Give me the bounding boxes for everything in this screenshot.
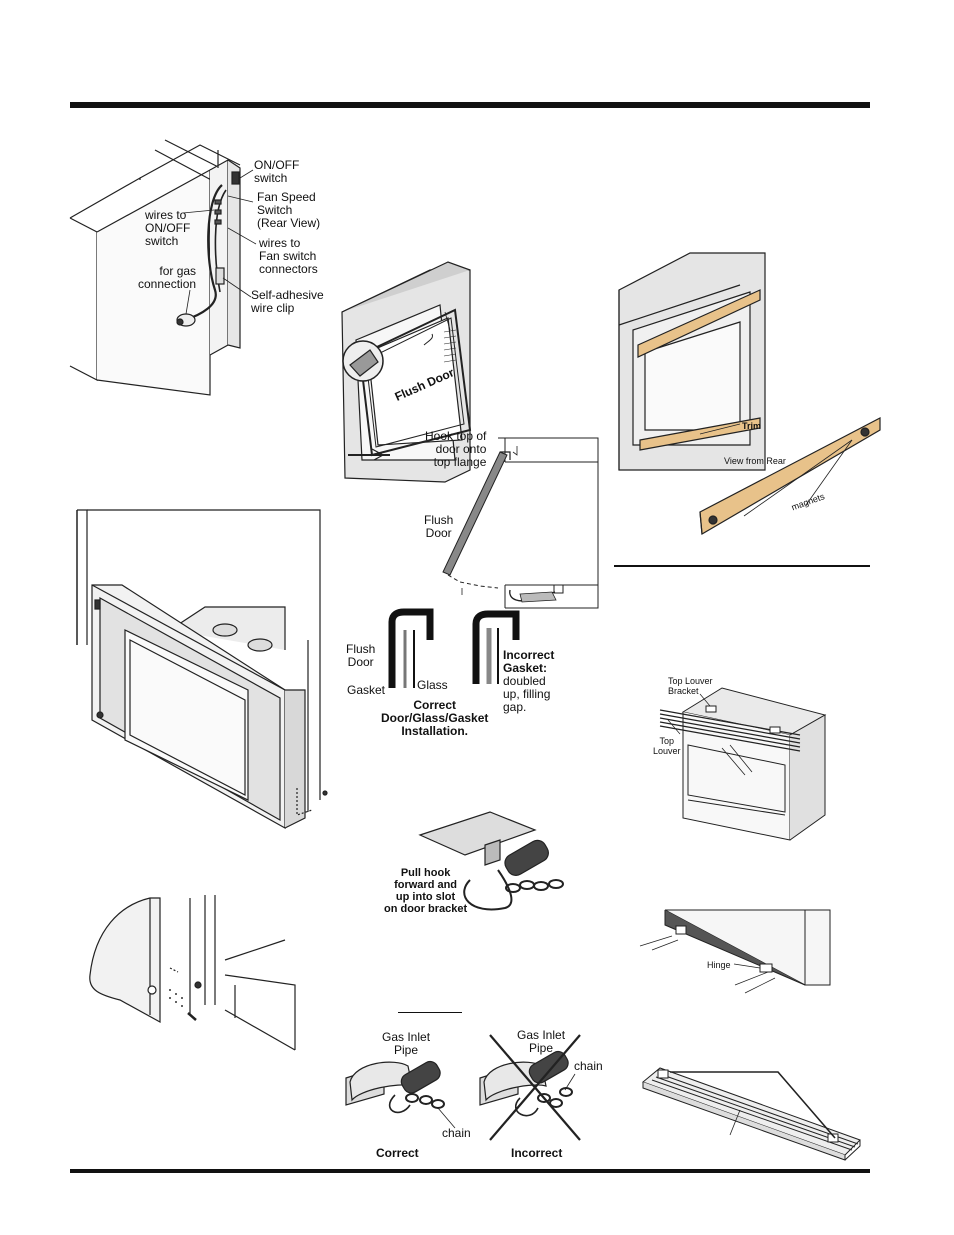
label-top-louver-bracket: Top Louver Bracket: [668, 676, 713, 696]
section-rule: [614, 565, 870, 567]
label-incorrect: Incorrect: [511, 1146, 563, 1160]
label-incorrect-gasket-title: Incorrect Gasket:: [503, 648, 555, 675]
label-gasket: Gasket: [347, 683, 386, 697]
label-chain-correct: chain: [442, 1126, 471, 1140]
footer-rule: [70, 1169, 870, 1173]
label-glass: Glass: [417, 678, 448, 692]
label-hook-top: Hook top of door onto top flange: [425, 429, 487, 469]
short-rule: [398, 1012, 462, 1013]
label-pull-hook: Pull hook forward and up into slot on do…: [384, 867, 468, 915]
label-gasket-flush-door: Flush Door: [346, 642, 376, 669]
label-for-gas: for gas connection: [138, 264, 197, 291]
label-wires-to-on-off: wires to ON/OFF switch: [145, 208, 191, 248]
label-correct-gasket: Correct Door/Glass/Gasket Installation.: [381, 698, 489, 738]
label-wires-to-fan: wires to Fan switch connectors: [259, 236, 318, 276]
label-gas-inlet-pipe-incorrect: Gas Inlet Pipe: [517, 1028, 566, 1055]
label-top-louver: Top Louver: [653, 736, 681, 756]
label-on-off-switch: ON/OFF switch: [254, 158, 300, 185]
label-trim: Trim: [742, 421, 762, 431]
label-wire-clip: Self-adhesive wire clip: [251, 288, 324, 315]
label-incorrect-gasket-desc: doubled up, filling gap.: [503, 674, 551, 714]
label-gas-inlet-pipe-correct: Gas Inlet Pipe: [382, 1030, 431, 1057]
label-hinge: Hinge: [707, 960, 731, 970]
label-flush-door: Flush Door: [424, 513, 454, 540]
label-chain-incorrect: chain: [574, 1059, 603, 1073]
label-fan-speed-switch: Fan Speed Switch (Rear View): [257, 190, 321, 230]
header-rule: [70, 102, 870, 108]
label-correct: Correct: [376, 1146, 419, 1160]
label-view-from-rear: View from Rear: [724, 456, 786, 466]
